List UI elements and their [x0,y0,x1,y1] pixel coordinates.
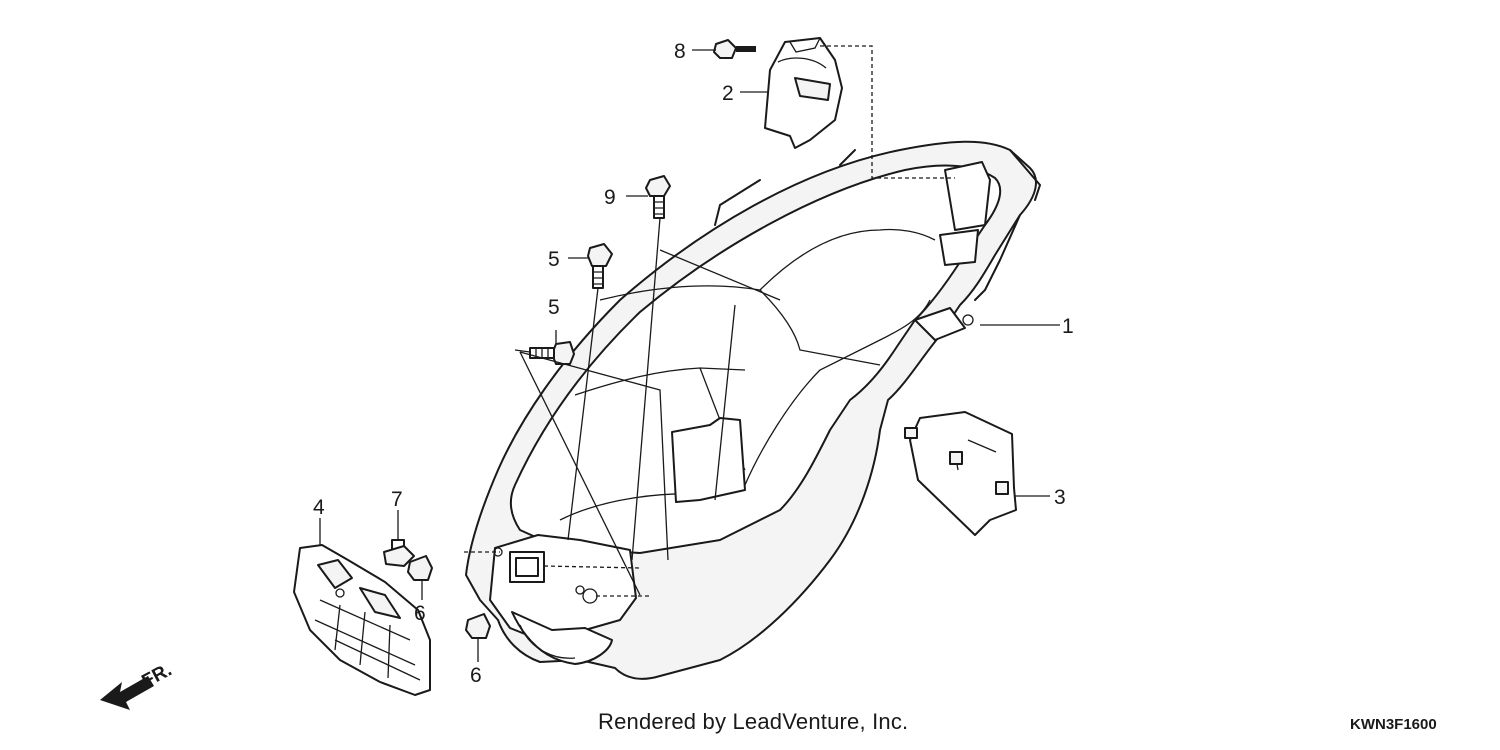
part-8-screw[interactable] [713,39,756,59]
callout-4: 4 [313,496,325,519]
callout-9: 9 [604,186,616,209]
part-7-clip[interactable] [383,530,415,567]
callout-3: 3 [1054,486,1066,509]
part-2-cover[interactable] [764,37,843,149]
part-4-grille-panel[interactable] [293,544,431,696]
part-5-bolt-lower[interactable] [529,341,575,365]
callout-5-lower: 5 [548,296,560,319]
callout-8: 8 [674,40,686,63]
callout-1: 1 [1062,315,1074,338]
part-5-bolt-upper[interactable] [587,243,613,289]
callout-7: 7 [391,488,403,511]
callout-6-lower: 6 [470,664,482,687]
diagram-code: KWN3F1600 [1350,716,1437,733]
callout-2: 2 [722,82,734,105]
part-6-nut-lower[interactable] [465,613,491,639]
front-direction-arrow: FR. [100,660,175,710]
leader-lines [319,45,1060,662]
callout-6-upper: 6 [414,602,426,625]
credit-text: Rendered by LeadVenture, Inc. [598,709,909,734]
part-1-luggage-box[interactable] [465,140,1041,680]
part-3-bracket-plate[interactable] [904,411,1017,536]
part-6-nut-upper[interactable] [407,555,433,581]
callout-5-upper: 5 [548,248,560,271]
part-9-bolt[interactable] [645,175,671,219]
